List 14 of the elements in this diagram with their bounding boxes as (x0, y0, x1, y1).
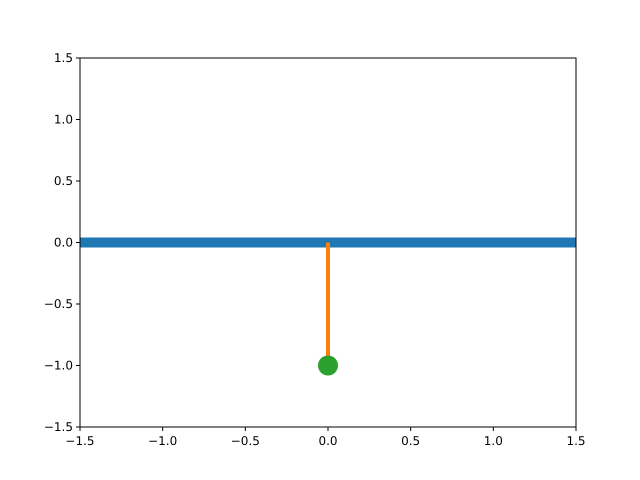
tick-label: −0.5 (230, 434, 260, 448)
tick-label: −1.5 (44, 420, 73, 434)
tick-label: 1.0 (54, 112, 73, 126)
tick-label: −1.0 (148, 434, 178, 448)
tick-label: 0.5 (401, 434, 420, 448)
tick-label: 0.0 (54, 236, 73, 250)
tick-label: −1.5 (65, 434, 95, 448)
tick-label: 1.0 (484, 434, 503, 448)
tick-label: 0.0 (318, 434, 338, 448)
tick-label: 0.5 (54, 174, 73, 188)
tick-label: −1.0 (44, 358, 73, 372)
tick-label: 1.5 (566, 434, 586, 448)
tick-label: −0.5 (44, 297, 73, 311)
tick-label: 1.5 (54, 51, 73, 65)
